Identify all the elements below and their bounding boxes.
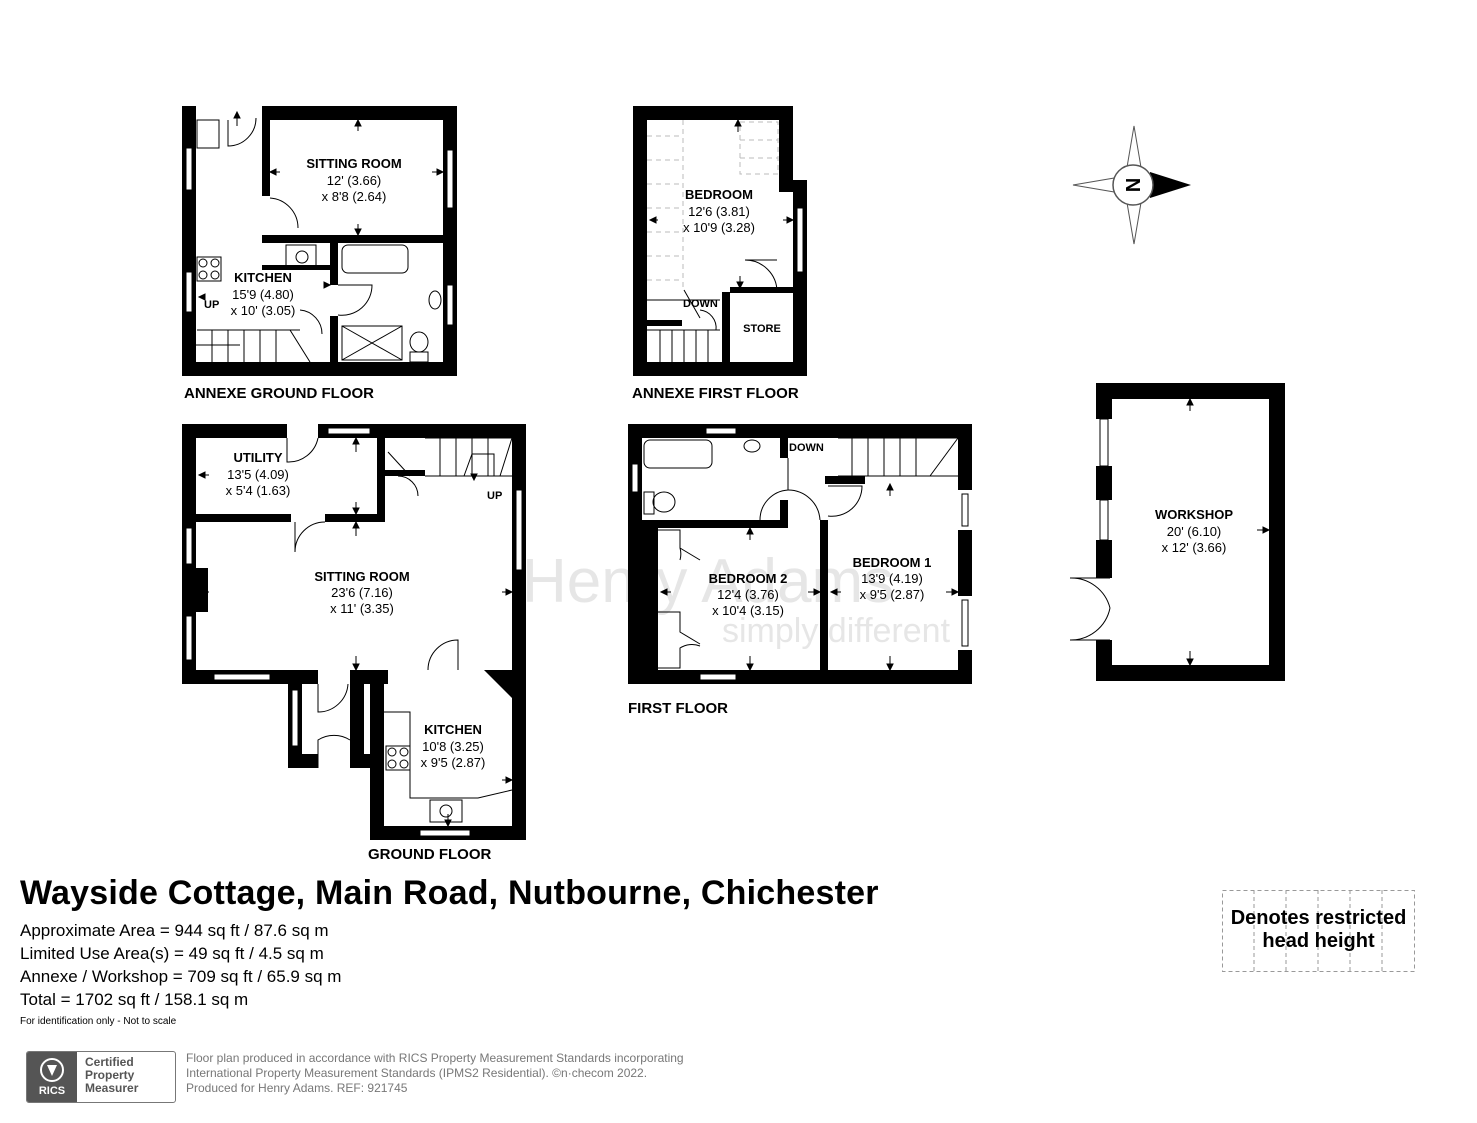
restricted-head-height-legend: Denotes restricted head height <box>1222 890 1415 972</box>
room-dim-workshop-1: 20' (6.10) <box>1167 524 1222 539</box>
rics-mark-text: RICS <box>38 1085 66 1097</box>
room-dim-bedroom-1-2: x 9'5 (2.87) <box>860 587 925 602</box>
room-name-annexe-store: STORE <box>743 323 781 335</box>
floor-label-first: FIRST FLOOR <box>628 700 728 717</box>
room-name-utility: UTILITY <box>233 450 282 465</box>
floor-label-ground: GROUND FLOOR <box>368 846 491 863</box>
compass-north-label: N <box>1121 178 1143 192</box>
stairs-up-label-annexe: UP <box>204 299 219 311</box>
rics-badge-label: Certified Property Measurer <box>85 1056 138 1095</box>
room-dim-kitchen-2: x 9'5 (2.87) <box>421 755 486 770</box>
room-name-kitchen: KITCHEN <box>424 722 482 737</box>
room-dim-utility-2: x 5'4 (1.63) <box>226 483 291 498</box>
floor-label-annexe-first: ANNEXE FIRST FLOOR <box>632 385 799 402</box>
legend-text: Denotes restricted head height <box>1222 907 1415 953</box>
stairs-down-label-annexe: DOWN <box>683 298 718 310</box>
room-dim-sitting-room-2: x 11' (3.35) <box>330 601 394 616</box>
area-total: Total = 1702 sq ft / 158.1 sq m <box>20 990 249 1009</box>
room-dim-annexe-sitting-2: x 8'8 (2.64) <box>322 189 387 204</box>
legend-line-2: head height <box>1262 930 1375 952</box>
room-dim-sitting-room-1: 23'6 (7.16) <box>331 585 393 600</box>
restricted-head-height-hatch-icon <box>1222 890 1415 972</box>
annexe-first-floor-plan <box>633 106 807 376</box>
workshop-plan <box>1096 383 1285 681</box>
room-dim-bedroom-2-2: x 10'4 (3.15) <box>712 603 784 618</box>
room-name-annexe-bedroom: BEDROOM <box>685 187 753 202</box>
room-name-workshop: WORKSHOP <box>1155 507 1233 522</box>
disclaimer-line-2: International Property Measurement Stand… <box>186 1066 648 1080</box>
compass-rose-icon: N <box>1072 125 1191 245</box>
rics-label-line-3: Measurer <box>85 1081 139 1095</box>
stairs-up-label-ground: UP <box>487 490 502 502</box>
room-dim-annexe-sitting-1: 12' (3.66) <box>327 173 382 188</box>
rics-certified-badge: RICS Certified Property Measurer <box>26 1051 176 1103</box>
room-dim-bedroom-2-1: 12'4 (3.76) <box>717 587 779 602</box>
disclaimer: Floor plan produced in accordance with R… <box>186 1051 684 1096</box>
room-dim-workshop-2: x 12' (3.66) <box>1162 540 1227 555</box>
room-name-bedroom-1: BEDROOM 1 <box>853 555 932 570</box>
disclaimer-line-1: Floor plan produced in accordance with R… <box>186 1051 684 1065</box>
room-dim-bedroom-1-1: 13'9 (4.19) <box>861 571 923 586</box>
rics-logo-icon: RICS <box>27 1052 77 1102</box>
area-approximate: Approximate Area = 944 sq ft / 87.6 sq m <box>20 921 329 940</box>
scale-note: For identification only - Not to scale <box>20 1016 177 1027</box>
room-dim-utility-1: 13'5 (4.09) <box>227 467 289 482</box>
room-dim-annexe-bedroom-1: 12'6 (3.81) <box>688 204 750 219</box>
room-name-annexe-kitchen: KITCHEN <box>234 270 292 285</box>
legend-line-1: Denotes restricted <box>1230 907 1407 929</box>
property-title: Wayside Cottage, Main Road, Nutbourne, C… <box>20 874 879 912</box>
room-dim-annexe-bedroom-2: x 10'9 (3.28) <box>683 220 755 235</box>
floor-plan-drawing: Henry Adams simply different <box>182 106 1285 863</box>
room-name-sitting-room: SITTING ROOM <box>314 569 409 584</box>
area-annexe-workshop: Annexe / Workshop = 709 sq ft / 65.9 sq … <box>20 967 342 986</box>
area-limited-use: Limited Use Area(s) = 49 sq ft / 4.5 sq … <box>20 944 324 963</box>
watermark-brand: Henry Adams <box>522 547 894 616</box>
rics-crest-icon <box>40 1058 64 1082</box>
watermark-tagline: simply different <box>722 612 951 650</box>
rics-label-line-2: Property <box>85 1068 135 1082</box>
room-dim-kitchen-1: 10'8 (3.25) <box>422 739 484 754</box>
room-dim-annexe-kitchen-1: 15'9 (4.80) <box>232 287 294 302</box>
room-name-bedroom-2: BEDROOM 2 <box>709 571 788 586</box>
floor-label-annexe-ground: ANNEXE GROUND FLOOR <box>184 385 374 402</box>
rics-label-line-1: Certified <box>85 1055 134 1069</box>
annexe-ground-floor-plan <box>182 106 457 376</box>
disclaimer-line-3: Produced for Henry Adams. REF: 921745 <box>186 1081 408 1095</box>
room-dim-annexe-kitchen-2: x 10' (3.05) <box>231 303 296 318</box>
stairs-down-label-first: DOWN <box>789 442 824 454</box>
room-name-annexe-sitting: SITTING ROOM <box>306 156 401 171</box>
